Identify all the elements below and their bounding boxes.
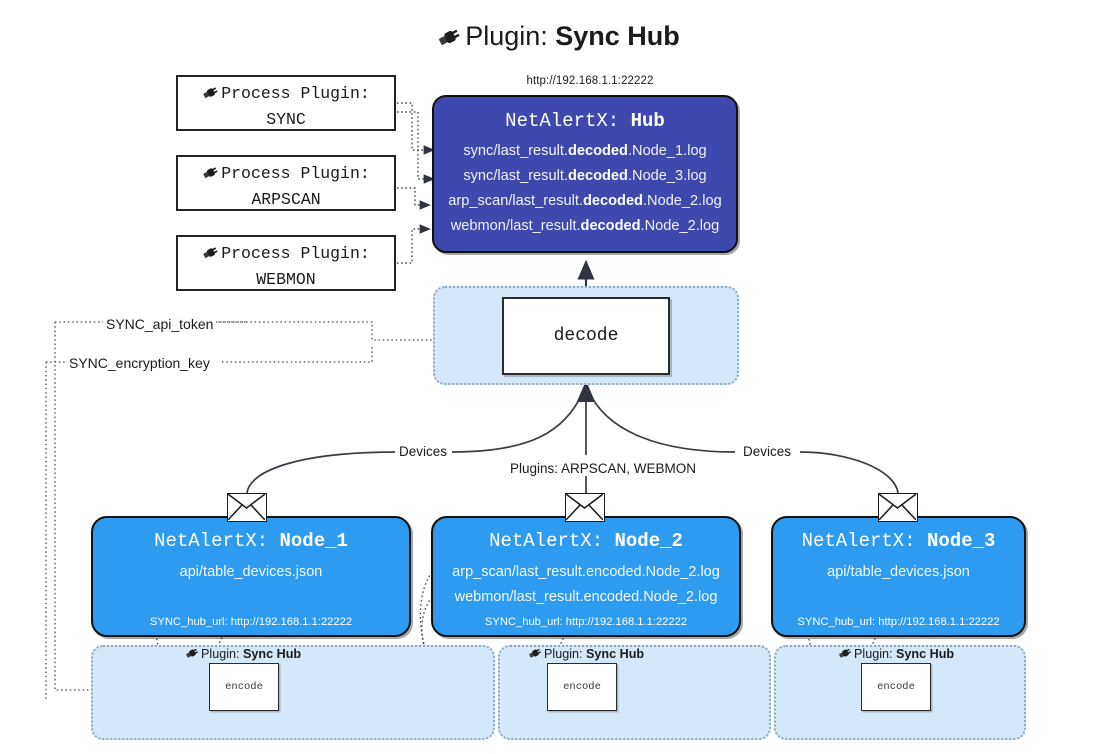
label-sync-api-token: SYNC_api_token [103,316,217,332]
log-post: .Node_1.log [627,143,707,159]
encode-group-caption: Plugin: Sync Hub [185,646,301,663]
process-plugin-line2: ARPSCAN [251,190,321,209]
encode-box-node-2[interactable]: encode [547,663,617,711]
encode-caption-prefix: Plugin: [544,647,587,661]
node-title: NetAlertX: Node_2 [433,530,739,552]
plug-icon [838,646,853,663]
log-pre: sync/last_result. [463,168,568,184]
node-line: api/table_devices.json [827,564,970,580]
plug-icon [437,20,463,60]
log-post: .Node_3.log [627,168,707,184]
node-line: webmon/last_result.encoded.Node_2.log [454,589,718,605]
encode-caption-prefix: Plugin: [201,647,244,661]
node-line: arp_scan/last_result.encoded.Node_2.log [452,564,720,580]
log-mid: decoded [567,168,628,184]
node-title-prefix: NetAlertX: [801,530,927,552]
plug-icon [202,84,220,108]
node-title: NetAlertX: Node_1 [93,530,409,552]
plug-icon [202,164,220,188]
node-line-list: api/table_devices.json [773,560,1024,585]
page-title-name: Sync Hub [555,21,680,51]
hub-log-line: sync/last_result.decoded.Node_3.log [434,164,736,189]
hub-log-line: arp_scan/last_result.decoded.Node_2.log [434,189,736,214]
process-plugin-line1: Process Plugin: [221,244,370,263]
page-title-prefix: Plugin: [465,21,556,51]
hub-log-list: sync/last_result.decoded.Node_1.log sync… [434,139,736,239]
log-pre: arp_scan/last_result. [448,193,583,209]
node-line-list: arp_scan/last_result.encoded.Node_2.log … [433,560,739,610]
label-sync-encryption-key: SYNC_encryption_key [66,355,213,371]
node-title: NetAlertX: Node_3 [773,530,1024,552]
process-plugin-line1: Process Plugin: [221,84,370,103]
process-plugin-webmon[interactable]: Process Plugin: WEBMON [176,235,396,291]
node-box-node-2[interactable]: NetAlertX: Node_2 arp_scan/last_result.e… [431,516,741,637]
node-line-list: api/table_devices.json [93,560,409,585]
encode-group-caption: Plugin: Sync Hub [838,646,954,663]
encode-box-node-3[interactable]: encode [861,663,931,711]
log-pre: sync/last_result. [463,143,568,159]
encode-group-caption: Plugin: Sync Hub [528,646,644,663]
log-mid: decoded [582,193,643,209]
node-box-node-1[interactable]: NetAlertX: Node_1 api/table_devices.json… [91,516,411,637]
encode-box-node-1[interactable]: encode [209,663,279,711]
encode-caption-name: Sync Hub [896,647,955,661]
encode-caption-name: Sync Hub [243,647,302,661]
node-title-name: Node_1 [279,530,348,552]
encode-group-node-2 [498,645,771,740]
hub-url: http://192.168.1.1:22222 [526,75,654,87]
log-post: .Node_2.log [642,193,722,209]
hub-title: NetAlertX: Hub [434,110,736,132]
node-title-name: Node_3 [927,530,996,552]
encode-group-node-1 [91,645,495,740]
decode-box[interactable]: decode [502,297,670,375]
hub-log-line: webmon/last_result.decoded.Node_2.log [434,214,736,239]
plug-icon [528,646,543,663]
process-plugin-line2: SYNC [266,110,306,129]
process-plugin-line1: Process Plugin: [221,164,370,183]
plug-icon [202,244,220,268]
edge-label-devices-right: Devices [739,444,796,459]
encode-caption-prefix: Plugin: [854,647,897,661]
encode-caption-name: Sync Hub [586,647,645,661]
page-title: Plugin: Sync Hub [0,16,1117,60]
envelope-icon [565,493,605,522]
hub-title-name: Hub [630,110,665,132]
node-title-prefix: NetAlertX: [489,530,615,552]
node-title-name: Node_2 [614,530,683,552]
envelope-icon [878,493,918,522]
plug-icon [185,646,200,663]
node-footer: SYNC_hub_url: http://192.168.1.1:22222 [484,616,688,628]
process-plugin-arpscan[interactable]: Process Plugin: ARPSCAN [176,155,396,211]
node-footer: SYNC_hub_url: http://192.168.1.1:22222 [149,616,353,628]
log-pre: webmon/last_result. [450,218,581,234]
node-footer: SYNC_hub_url: http://192.168.1.1:22222 [797,616,1000,628]
log-mid: decoded [567,143,628,159]
log-mid: decoded [580,218,641,234]
edge-label-devices-left: Devices [395,444,452,459]
process-plugin-sync[interactable]: Process Plugin: SYNC [176,75,396,131]
envelope-icon [227,493,267,522]
hub-log-line: sync/last_result.decoded.Node_1.log [434,139,736,164]
log-post: .Node_2.log [640,218,720,234]
hub-node[interactable]: NetAlertX: Hub sync/last_result.decoded.… [432,95,738,253]
edge-label-plugins: Plugins: ARPSCAN, WEBMON [506,461,701,476]
node-title-prefix: NetAlertX: [154,530,280,552]
hub-title-prefix: NetAlertX: [505,110,631,132]
node-line: api/table_devices.json [179,564,323,580]
process-plugin-line2: WEBMON [256,270,316,289]
node-box-node-3[interactable]: NetAlertX: Node_3 api/table_devices.json… [771,516,1026,637]
